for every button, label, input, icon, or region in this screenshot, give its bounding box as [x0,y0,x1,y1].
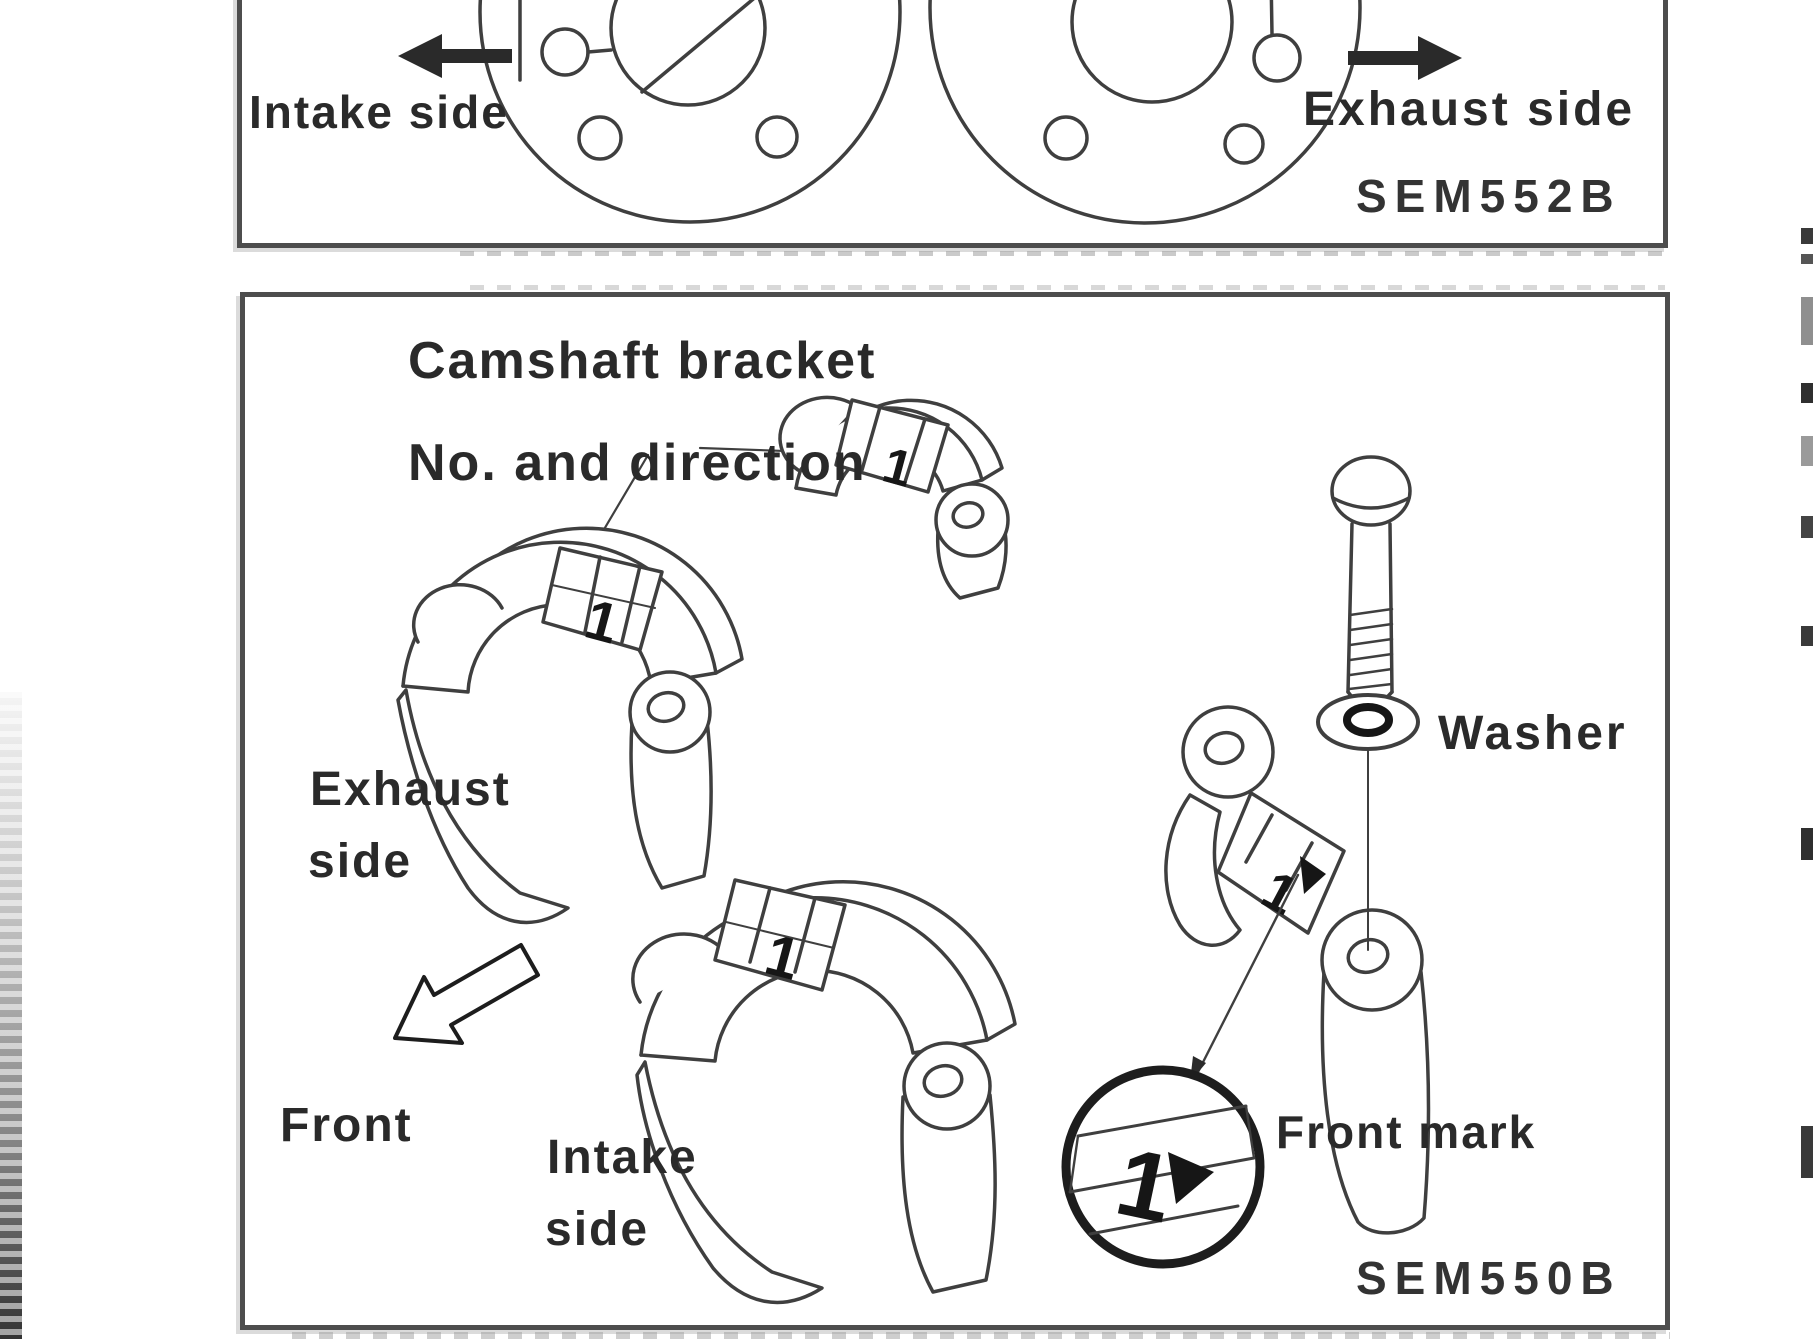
page-edge-artifact [1801,516,1813,538]
page-edge-artifact [1801,383,1813,403]
page-edge-artifact [1801,436,1813,466]
page-edge-artifact [1801,828,1813,860]
scan-noise-line [292,1332,1670,1339]
page-edge-artifact-left [0,692,22,1339]
page-edge-artifact [1801,228,1813,244]
exhaust-side-label: Exhaust side [1303,83,1636,136]
intake-side-bottom-label-line2: side [545,1203,650,1256]
bracket-note-line1: Camshaft bracket [408,332,877,390]
scan-noise-line [470,285,1665,290]
figure-code-top: SEM552B [1356,170,1622,222]
front-label: Front [280,1099,413,1152]
page-edge-artifact [1801,297,1813,345]
figure-code-bottom: SEM550B [1356,1252,1622,1304]
page-edge-artifact [1801,254,1813,264]
front-mark-label: Front mark [1276,1106,1537,1158]
intake-side-label: Intake side [249,86,509,138]
top-figure-panel [237,0,1668,248]
bracket-note-line2: No. and direction [408,434,867,492]
intake-side-bottom-label-line1: Intake [547,1131,698,1184]
scan-noise-line [460,251,1665,256]
bottom-figure-panel [240,292,1670,1330]
exhaust-side-bottom-label-line2: side [308,835,413,888]
exhaust-side-bottom-label-line1: Exhaust [310,763,511,816]
page-edge-artifact [1801,626,1813,646]
washer-label: Washer [1438,707,1628,760]
page-edge-artifact [1801,1126,1813,1178]
